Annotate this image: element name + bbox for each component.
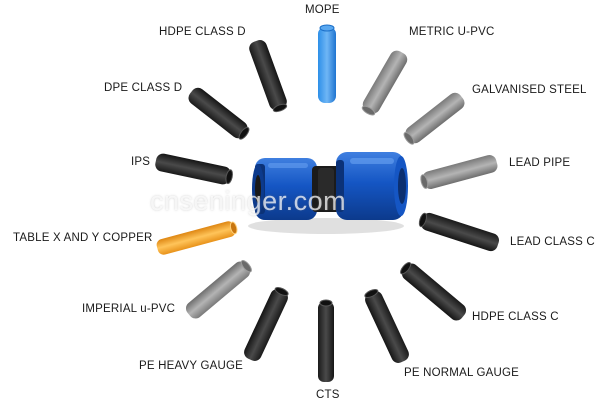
label-pe-heavy-gauge: PE HEAVY GAUGE bbox=[139, 360, 243, 372]
label-hdpe-class-d: HDPE CLASS D bbox=[159, 26, 246, 38]
label-cts: CTS bbox=[316, 389, 340, 401]
label-galvanised-steel: GALVANISED STEEL bbox=[472, 84, 587, 96]
pipe-galvanised-steel bbox=[403, 92, 465, 145]
pipe-pe-normal-gauge bbox=[364, 288, 409, 363]
label-lead-pipe: LEAD PIPE bbox=[509, 157, 571, 169]
pipe-mope bbox=[318, 24, 336, 103]
pipe-dpe-class-d bbox=[188, 87, 250, 140]
label-dpe-class-d: DPE CLASS D bbox=[104, 82, 183, 94]
label-table-x-y-copper: TABLE X AND Y COPPER bbox=[13, 232, 153, 244]
pipe-imperial-upvc bbox=[185, 260, 252, 319]
label-lead-class-c: LEAD CLASS C bbox=[510, 236, 595, 248]
pipe-metric-upvc bbox=[361, 50, 408, 116]
compression-fitting bbox=[248, 152, 408, 234]
label-mope: MOPE bbox=[305, 4, 340, 16]
pipe-table-x-y-copper bbox=[156, 221, 238, 255]
label-hdpe-class-c: HDPE CLASS C bbox=[472, 311, 559, 323]
label-ips: IPS bbox=[131, 156, 151, 168]
pipe-cts bbox=[318, 299, 334, 382]
pipe-hdpe-class-c bbox=[400, 262, 467, 321]
pipe-lead-class-c bbox=[418, 212, 500, 252]
pipe-ips bbox=[155, 153, 233, 185]
label-imperial-upvc: IMPERIAL u-PVC bbox=[82, 303, 176, 315]
pipe-hdpe-class-d bbox=[249, 40, 288, 113]
pipe-pe-heavy-gauge bbox=[244, 286, 289, 361]
label-pe-normal-gauge: PE NORMAL GAUGE bbox=[404, 367, 520, 379]
pipe-lead-pipe bbox=[420, 155, 498, 189]
label-metric-upvc: METRIC U-PVC bbox=[409, 26, 495, 38]
